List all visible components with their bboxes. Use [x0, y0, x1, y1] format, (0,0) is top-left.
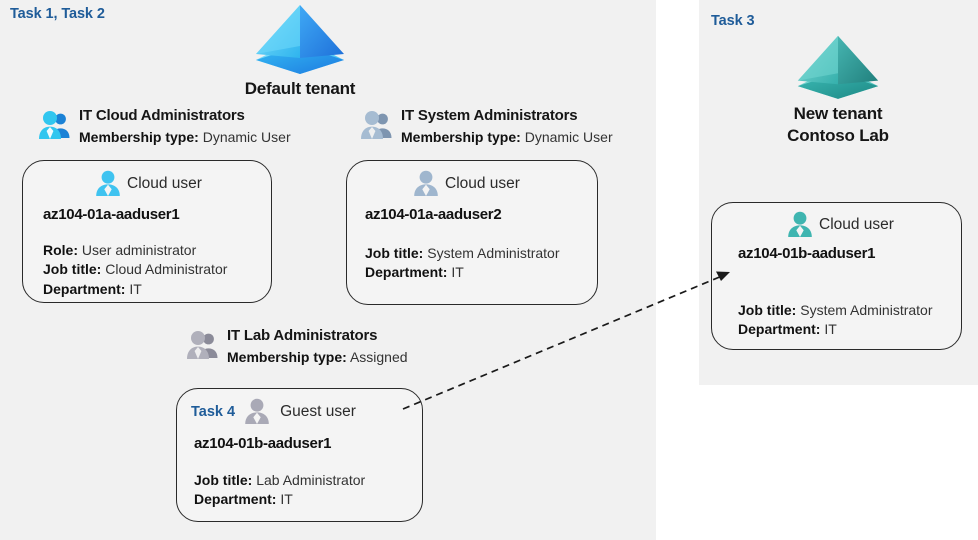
card-prop-value: User administrator — [81, 242, 197, 258]
group-title: IT System Administrators — [401, 107, 578, 124]
group-membership-type: Membership type: Dynamic User — [401, 127, 613, 147]
card-prop-job-title: Job title: System Administrator — [365, 244, 560, 263]
group-title: IT Lab Administrators — [227, 327, 378, 344]
cloud-user-icon — [788, 211, 812, 237]
group-membership-value: Assigned — [349, 348, 408, 365]
card-prop-value: System Administrator — [800, 302, 933, 318]
card-prop-department: Department: IT — [365, 263, 560, 282]
card-prop-label: Job title: — [194, 472, 253, 488]
group-it-lab-administrators: IT Lab Administrators Membership type: A… — [186, 325, 408, 367]
user-card-az104-01a-aaduser2[interactable]: Cloud user az104-01a-aaduser2 Job title:… — [346, 160, 598, 305]
group-membership-value: Dynamic User — [524, 128, 613, 145]
card-prop-department: Department: IT — [194, 490, 365, 509]
card-header: Cloud user — [787, 211, 894, 238]
group-membership-type: Membership type: Dynamic User — [79, 127, 291, 147]
group-users-icon — [187, 331, 218, 359]
card-user-type: Cloud user — [445, 174, 520, 192]
card-username: az104-01a-aaduser1 — [43, 206, 180, 223]
card-prop-value: IT — [824, 321, 837, 338]
group-it-cloud-administrators: IT Cloud Administrators Membership type:… — [38, 105, 291, 147]
card-properties: Job title: Lab Administrator Department:… — [194, 471, 365, 510]
user-card-az104-01b-aaduser1-guest[interactable]: Task 4 Guest user az104-01b-aaduser1 Job… — [176, 388, 423, 522]
cloud-user-icon — [96, 170, 120, 196]
card-prop-value: IT — [129, 280, 142, 297]
group-membership-label: Membership type: — [79, 128, 199, 145]
card-header: Cloud user — [413, 170, 520, 197]
card-prop-department: Department: IT — [738, 320, 933, 339]
tenant-default-name: Default tenant — [244, 79, 356, 98]
card-prop-job-title: Job title: System Administrator — [738, 301, 933, 320]
tenant-default: Default tenant — [205, 2, 395, 100]
group-membership-value: Dynamic User — [202, 128, 291, 145]
azure-ad-tenant-icon — [797, 35, 879, 99]
card-prop-label: Department: — [365, 264, 448, 281]
card-username: az104-01a-aaduser2 — [365, 206, 502, 223]
card-prop-role: Role: User administrator — [43, 241, 227, 260]
task-label-left-panel: Task 1, Task 2 — [10, 6, 105, 22]
card-prop-label: Role: — [43, 242, 78, 258]
tenant-new-name-line2: Contoso Lab — [787, 126, 889, 146]
card-prop-label: Department: — [738, 321, 821, 338]
group-title: IT Cloud Administrators — [79, 107, 245, 124]
card-prop-value: System Administrator — [427, 245, 560, 261]
card-prop-value: Lab Administrator — [256, 472, 366, 488]
tenant-new: New tenant Contoso Lab — [740, 33, 936, 148]
card-prop-job-title: Job title: Cloud Administrator — [43, 260, 227, 279]
card-header: Cloud user — [95, 170, 202, 197]
card-user-type: Cloud user — [127, 174, 202, 192]
card-prop-label: Department: — [194, 491, 277, 508]
card-username: az104-01b-aaduser1 — [194, 435, 332, 452]
group-it-system-administrators: IT System Administrators Membership type… — [360, 105, 613, 147]
task-label-right-panel: Task 3 — [711, 13, 755, 29]
card-header: Task 4 Guest user — [191, 398, 356, 425]
guest-user-icon — [245, 398, 269, 424]
task-label-in-card: Task 4 — [191, 403, 236, 420]
card-user-type: Cloud user — [819, 215, 894, 233]
card-prop-job-title: Job title: Lab Administrator — [194, 471, 365, 490]
card-username: az104-01b-aaduser1 — [738, 245, 876, 262]
card-prop-department: Department: IT — [43, 280, 227, 299]
card-prop-label: Job title: — [738, 302, 797, 318]
card-user-type: Guest user — [280, 402, 356, 420]
card-prop-value: Cloud Administrator — [105, 261, 228, 278]
cloud-user-icon — [414, 170, 438, 196]
group-users-icon — [361, 111, 392, 139]
card-properties: Role: User administrator Job title: Clou… — [43, 241, 227, 299]
card-properties: Job title: System Administrator Departme… — [738, 301, 933, 340]
tenant-new-name-line1: New tenant — [793, 104, 883, 123]
card-prop-value: IT — [280, 491, 293, 508]
card-prop-label: Department: — [43, 280, 126, 297]
azure-ad-tenant-icon — [256, 5, 344, 74]
card-prop-label: Job title: — [365, 245, 424, 261]
user-card-az104-01a-aaduser1[interactable]: Cloud user az104-01a-aaduser1 Role: User… — [22, 160, 272, 303]
user-card-az104-01b-aaduser1-cloud[interactable]: Cloud user az104-01b-aaduser1 Job title:… — [711, 202, 962, 350]
group-membership-label: Membership type: — [401, 128, 521, 145]
card-prop-value: IT — [451, 264, 464, 281]
card-prop-label: Job title: — [43, 261, 102, 278]
group-membership-type: Membership type: Assigned — [227, 347, 408, 367]
group-users-icon — [39, 111, 70, 139]
card-properties: Job title: System Administrator Departme… — [365, 244, 560, 283]
group-membership-label: Membership type: — [227, 348, 347, 365]
